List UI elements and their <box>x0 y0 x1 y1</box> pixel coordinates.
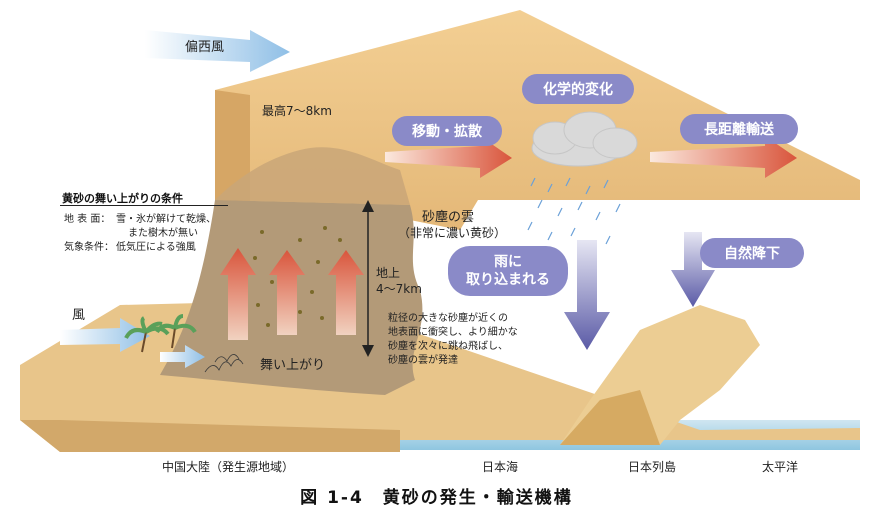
palm-trees <box>124 314 197 353</box>
surface-condition-2: また樹木が無い <box>128 228 198 239</box>
saltation-line-1: 粒径の大きな砂塵が近くの <box>388 313 508 324</box>
rain-bubble-line-1: 雨に <box>494 253 522 270</box>
wind-arrow-right <box>160 345 205 368</box>
height-arrow-up <box>362 200 374 212</box>
wind-arrow-left <box>60 318 150 352</box>
natural-fall-arrow <box>671 232 715 307</box>
conditions-title: 黄砂の舞い上がりの条件 <box>62 192 183 205</box>
rain-bubble-line-2: 取り込まれる <box>466 272 550 288</box>
figure-caption: 図 1-4 黄砂の発生・輸送機構 <box>300 488 573 508</box>
dust-cloud-sub-label: （非常に濃い黄砂） <box>398 226 507 240</box>
ground-height-label-2: 4〜7km <box>376 282 422 296</box>
dust-particles <box>253 226 342 327</box>
rain-bubble: 雨に 取り込まれる <box>448 246 568 296</box>
conditions-divider <box>60 205 228 206</box>
longrange-arrow <box>650 136 797 178</box>
weather-condition-1: 低気圧による強風 <box>116 242 196 253</box>
ground-front <box>20 420 400 452</box>
natural-fall-bubble: 自然降下 <box>700 238 804 268</box>
westerlies-label: 偏西風 <box>185 40 225 55</box>
rise-label: 舞い上がり <box>260 358 326 373</box>
dust-cloud-top <box>215 147 410 205</box>
move-bubble: 移動・拡散 <box>392 116 502 146</box>
rain-arrow <box>564 240 610 350</box>
saltation-line-3: 砂塵を次々に跳ね飛ばし、 <box>388 341 508 352</box>
rise-arrow-2 <box>269 250 305 335</box>
weather-condition-label: 気象条件： <box>64 242 114 253</box>
rise-arrow-1 <box>220 248 256 340</box>
rise-arrow-3 <box>328 250 364 335</box>
saltation-line-4: 砂塵の雲が発達 <box>388 355 458 366</box>
surface-condition-1: 雪・氷が解けて乾燥、 <box>116 214 216 225</box>
japan-islands-shade <box>560 390 660 445</box>
china-label: 中国大陸（発生源地域） <box>162 460 295 474</box>
chem-cloud <box>531 111 638 167</box>
longrange-bubble: 長距離輸送 <box>680 114 798 144</box>
surface-condition-label: 地 表 面： <box>64 214 111 225</box>
upper-dust-layer-front <box>215 90 250 205</box>
move-arrow <box>385 136 512 178</box>
rain-drops <box>527 177 621 245</box>
chem-bubble: 化学的変化 <box>522 74 634 104</box>
pacific-label: 太平洋 <box>762 460 799 474</box>
wind-label: 風 <box>72 308 86 323</box>
saltation-line-2: 地表面に衝突し、より細かな <box>388 327 518 338</box>
ground-height-label-1: 地上 <box>376 266 401 280</box>
japan-islands-label: 日本列島 <box>628 460 677 474</box>
sea-of-japan-label: 日本海 <box>482 460 519 474</box>
max-height-label: 最高7〜8km <box>262 104 332 118</box>
westerlies-arrow <box>145 30 290 72</box>
dust-cloud-label: 砂塵の雲 <box>422 210 475 225</box>
height-arrow-down <box>362 345 374 357</box>
saltation-paths <box>204 354 244 373</box>
